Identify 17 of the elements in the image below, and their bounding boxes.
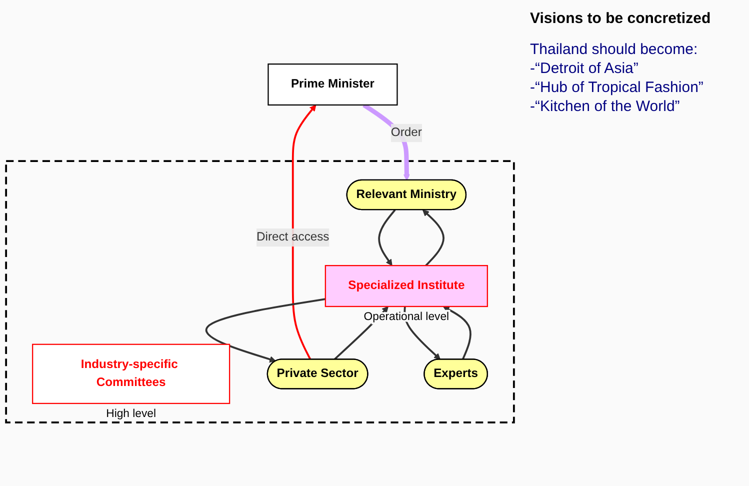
vision-text: Thailand should become: bbox=[530, 41, 699, 58]
cluster bbox=[5, 160, 515, 424]
vision-text: -“Hub of Tropical Fashion” bbox=[530, 79, 704, 96]
arrow bbox=[206, 298, 326, 362]
node-box: Prime Minister bbox=[268, 63, 398, 106]
arrow bbox=[378, 209, 396, 266]
edge-label: Direct access bbox=[256, 230, 330, 244]
note-text: Visions to be concretized bbox=[530, 10, 712, 27]
vision-text: -“Kitchen of the World” bbox=[530, 98, 681, 115]
level-caption: High level bbox=[106, 408, 156, 420]
arrow bbox=[292, 104, 316, 360]
vision-text: -“Detroit of Asia” bbox=[530, 60, 640, 77]
edge-label: Order bbox=[390, 126, 422, 139]
arrow bbox=[422, 209, 444, 266]
arrow bbox=[442, 306, 472, 360]
node-box: Industry-specific Committees bbox=[32, 344, 230, 404]
node-box: Specialized Institute bbox=[324, 264, 488, 307]
